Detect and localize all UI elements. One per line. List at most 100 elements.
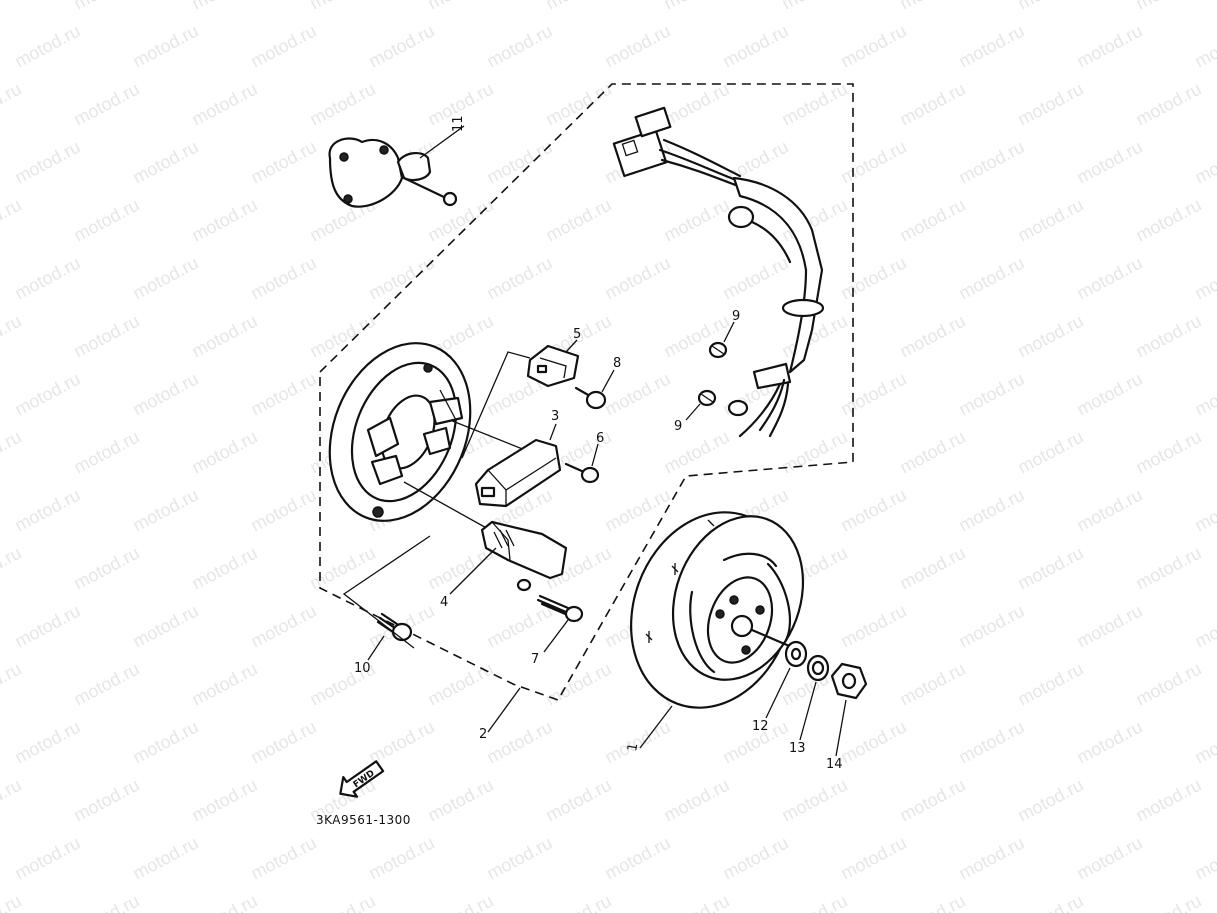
watermark-text: motod.ru bbox=[1014, 311, 1086, 362]
callout-10: 10 bbox=[354, 661, 371, 676]
watermark-text: motod.ru bbox=[11, 717, 83, 768]
part-8-bolt bbox=[574, 386, 607, 410]
watermark-text: motod.ru bbox=[70, 775, 142, 826]
watermark-text: motod.ru bbox=[0, 543, 25, 594]
watermark-text: motod.ru bbox=[1132, 659, 1204, 710]
watermark-text: motod.ru bbox=[542, 891, 614, 913]
watermark-text: motod.ru bbox=[247, 369, 319, 420]
watermark-text: motod.ru bbox=[0, 427, 25, 478]
callout-5: 5 bbox=[573, 327, 581, 342]
watermark-text: motod.ru bbox=[1191, 253, 1217, 304]
watermark-text: motod.ru bbox=[188, 0, 260, 14]
callout-9-lower: 9 bbox=[674, 419, 682, 434]
watermark-text: motod.ru bbox=[542, 659, 614, 710]
callout-7: 7 bbox=[531, 652, 539, 667]
watermark-text: motod.ru bbox=[0, 79, 25, 130]
callout-leaders bbox=[367, 125, 847, 757]
watermark-text: motod.ru bbox=[247, 485, 319, 536]
part-3-charge-coil bbox=[474, 438, 562, 508]
watermark-text: motod.ru bbox=[129, 21, 201, 72]
watermark-text: motod.ru bbox=[719, 21, 791, 72]
watermark-text: motod.ru bbox=[11, 369, 83, 420]
watermark-text: motod.ru bbox=[70, 543, 142, 594]
watermark-text: motod.ru bbox=[188, 195, 260, 246]
watermark-text: motod.ru bbox=[601, 485, 673, 536]
part-10-group-leader bbox=[342, 535, 431, 649]
part-5-pulser-block bbox=[526, 344, 580, 388]
part-11-clamp-plate bbox=[328, 137, 458, 208]
watermark-text: motod.ru bbox=[188, 543, 260, 594]
watermark-text: motod.ru bbox=[778, 891, 850, 913]
watermark-text: motod.ru bbox=[1132, 79, 1204, 130]
watermark-text: motod.ru bbox=[483, 253, 555, 304]
watermark-text: motod.ru bbox=[188, 427, 260, 478]
watermark-text: motod.ru bbox=[424, 775, 496, 826]
watermark-text: motod.ru bbox=[247, 21, 319, 72]
watermark-text: motod.ru bbox=[955, 601, 1027, 652]
watermark-text: motod.ru bbox=[129, 485, 201, 536]
watermark-text: motod.ru bbox=[778, 775, 850, 826]
watermark-text: motod.ru bbox=[70, 427, 142, 478]
watermark-text: motod.ru bbox=[837, 369, 909, 420]
watermark-text: motod.ru bbox=[542, 775, 614, 826]
watermark-text: motod.ru bbox=[424, 195, 496, 246]
watermark-text: motod.ru bbox=[1191, 717, 1217, 768]
part-9-screw-lower bbox=[697, 389, 717, 407]
watermark-text: motod.ru bbox=[306, 0, 378, 14]
watermark-text: motod.ru bbox=[1191, 21, 1217, 72]
watermark-text: motod.ru bbox=[837, 21, 909, 72]
watermark-text: motod.ru bbox=[424, 543, 496, 594]
watermark-text: motod.ru bbox=[955, 485, 1027, 536]
watermark-text: motod.ru bbox=[365, 717, 437, 768]
part-1-flywheel-rotor bbox=[630, 511, 805, 709]
watermark-text: motod.ru bbox=[70, 0, 142, 14]
watermark-text: motod.ru bbox=[188, 79, 260, 130]
watermark-text: motod.ru bbox=[660, 891, 732, 913]
watermark-text: motod.ru bbox=[837, 253, 909, 304]
watermark-text: motod.ru bbox=[660, 0, 732, 14]
watermark-text: motod.ru bbox=[1014, 427, 1086, 478]
watermark-text: motod.ru bbox=[837, 717, 909, 768]
watermark-text: motod.ru bbox=[129, 369, 201, 420]
watermark-text: motod.ru bbox=[660, 79, 732, 130]
watermark-text: motod.ru bbox=[955, 21, 1027, 72]
watermark-text: motod.ru bbox=[424, 659, 496, 710]
watermark-text: motod.ru bbox=[188, 775, 260, 826]
watermark-text: motod.ru bbox=[306, 543, 378, 594]
watermark-text: motod.ru bbox=[1191, 833, 1217, 884]
watermark-text: motod.ru bbox=[955, 253, 1027, 304]
watermark-text: motod.ru bbox=[1132, 427, 1204, 478]
watermark-text: motod.ru bbox=[1014, 195, 1086, 246]
watermark-text: motod.ru bbox=[1191, 601, 1217, 652]
watermark-text: motod.ru bbox=[1132, 311, 1204, 362]
watermark-text: motod.ru bbox=[11, 21, 83, 72]
watermark-text: motod.ru bbox=[1191, 485, 1217, 536]
watermark-text: motod.ru bbox=[1073, 485, 1145, 536]
watermark-text: motod.ru bbox=[837, 833, 909, 884]
callout-2: 2 bbox=[479, 727, 487, 742]
watermark-text: motod.ru bbox=[247, 253, 319, 304]
watermark-text: motod.ru bbox=[11, 833, 83, 884]
watermark-text: motod.ru bbox=[129, 833, 201, 884]
watermark-text: motod.ru bbox=[11, 601, 83, 652]
watermark-text: motod.ru bbox=[70, 79, 142, 130]
watermark-text: motod.ru bbox=[188, 311, 260, 362]
callout-numbers: 1 2 3 4 5 6 7 8 9 9 10 11 12 13 14 bbox=[354, 115, 843, 772]
watermark-text: motod.ru bbox=[955, 833, 1027, 884]
part-14-nut bbox=[830, 662, 868, 700]
watermark-text: motod.ru bbox=[483, 833, 555, 884]
watermark-text: motod.ru bbox=[70, 311, 142, 362]
watermark-text: motod.ru bbox=[719, 137, 791, 188]
watermark-text: motod.ru bbox=[129, 137, 201, 188]
watermark-text: motod.ru bbox=[424, 0, 496, 14]
watermark-text: motod.ru bbox=[1014, 0, 1086, 14]
callout-12: 12 bbox=[752, 719, 769, 734]
watermark-text: motod.ru bbox=[188, 891, 260, 913]
watermark-text: motod.ru bbox=[188, 659, 260, 710]
watermark-text: motod.ru bbox=[306, 891, 378, 913]
watermark-text: motod.ru bbox=[483, 137, 555, 188]
watermark-text: motod.ru bbox=[365, 21, 437, 72]
watermark-text: motod.ru bbox=[70, 659, 142, 710]
watermark-text: motod.ru bbox=[0, 891, 25, 913]
watermark-text: motod.ru bbox=[896, 775, 968, 826]
